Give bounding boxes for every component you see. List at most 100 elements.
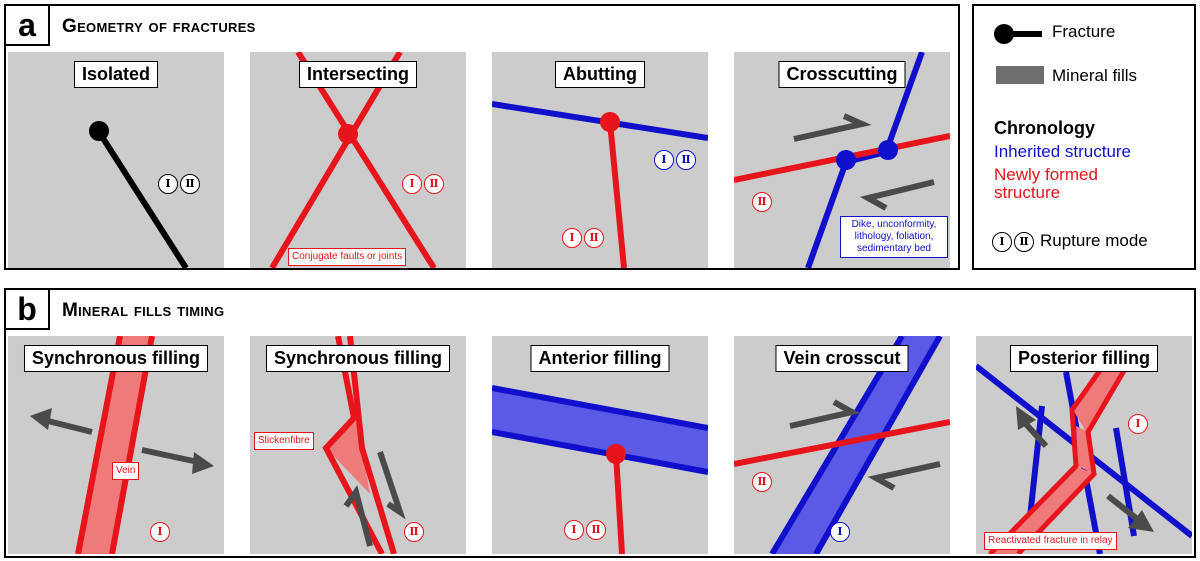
shear-arrow-up: [1021, 419, 1049, 449]
opening-arrow-left: [43, 417, 93, 435]
legend-newly-formed: Newly formed structure: [994, 165, 1098, 202]
newly-formed-fracture: [734, 419, 950, 467]
rupture-mode-glyph: Ⅱ: [584, 228, 604, 248]
legend: Fracture Mineral fills Chronology Inheri…: [972, 4, 1196, 270]
legend-rupture-mode: Rupture mode: [1040, 231, 1148, 250]
panel-title-isolated: Isolated: [73, 61, 159, 88]
rupture-mode-glyph: Ⅱ: [404, 522, 424, 542]
note-dike-text: Dike, unconformity, lithology, foliation…: [851, 219, 937, 254]
rupture-mode-glyph: Ⅱ: [676, 150, 696, 170]
shear-arrow-bottom: [867, 461, 941, 491]
panel-title-vein-crosscut: Vein crosscut: [775, 345, 909, 372]
inherited-fracture: [492, 101, 708, 141]
inherited-vein-fill: [492, 388, 708, 472]
rupture-mode-glyph: Ⅱ: [752, 192, 772, 212]
panel-title-intersecting: Intersecting: [298, 61, 418, 88]
abutting-fracture: [613, 453, 625, 554]
note-slickenfibre: Slickenfibre: [254, 432, 314, 450]
note-reactivated: Reactivated fracture in relay: [984, 532, 1117, 550]
intersection-point: [338, 124, 358, 144]
vein-crosscut-diagram: [734, 336, 950, 554]
panel-title-anterior: Anterior filling: [530, 345, 670, 372]
panel-title-synchronous-1: Synchronous filling: [23, 345, 209, 372]
legend-mineral-fills: Mineral fills: [1052, 66, 1138, 85]
rupture-mode-glyph: Ⅰ: [150, 522, 170, 542]
shear-arrow-down: [1106, 493, 1138, 521]
rupture-mode-glyph: Ⅰ: [992, 232, 1012, 252]
opening-arrow-right: [141, 447, 199, 465]
rupture-mode-glyph: Ⅱ: [586, 520, 606, 540]
relay-fill-top: [1072, 364, 1126, 432]
panel-title-crosscutting: Crosscutting: [778, 61, 906, 88]
abutting-diagram: [492, 101, 708, 268]
panel-vein-crosscut: Vein crosscut Ⅱ Ⅰ: [734, 336, 950, 554]
section-a-letter: a: [6, 6, 50, 46]
rupture-mode-glyph: Ⅰ: [402, 174, 422, 194]
inherited-fracture: [805, 52, 925, 268]
rupture-mode-badge: Ⅰ: [150, 522, 170, 542]
rupture-mode-glyph: Ⅰ: [830, 522, 850, 542]
rupture-mode-glyph: Ⅰ: [654, 150, 674, 170]
panel-synchronous-slickenfibre: Synchronous filling Slickenfibre Ⅱ: [250, 336, 466, 554]
anterior-filling-diagram: [492, 385, 708, 554]
note-vein: Vein: [112, 462, 140, 480]
mineral-fill-symbol: [996, 66, 1044, 84]
note-dike: Dike, unconformity, lithology, foliation…: [840, 216, 948, 258]
legend-inherited: Inherited structure: [994, 142, 1132, 161]
panel-title-posterior: Posterior filling: [1009, 345, 1159, 372]
section-a-title: Geometry of fractures: [62, 16, 256, 37]
fracture-2: [269, 52, 403, 268]
legend-chronology: Chronology: [994, 118, 1095, 138]
isolated-fracture: [96, 130, 189, 268]
rupture-mode-glyph: Ⅰ: [158, 174, 178, 194]
rupture-mode-glyph: Ⅰ: [562, 228, 582, 248]
shear-arrow-top: [793, 113, 872, 142]
fracture-1: [295, 52, 437, 268]
section-b-letter: b: [6, 290, 50, 330]
rupture-mode-glyph: Ⅱ: [752, 472, 772, 492]
synchronous-slickenfibre-diagram: [322, 336, 406, 554]
section-b: b Mineral fills timing Synchronous filli…: [4, 288, 1196, 558]
panel-posterior-filling: Posterior filling Ⅰ Reactivated fracture…: [976, 336, 1192, 554]
shear-arrow-top: [789, 399, 861, 429]
relay-bridge-fill: [1076, 426, 1094, 474]
rupture-mode-badge: Ⅱ: [404, 522, 424, 542]
intersecting-diagram: [269, 52, 437, 268]
shear-arrow-down: [377, 451, 406, 520]
vein-fill: [78, 336, 152, 554]
synchronous-vein-diagram: [30, 336, 214, 554]
note-conjugate: Conjugate faults or joints: [288, 248, 407, 266]
panel-title-abutting: Abutting: [555, 61, 645, 88]
rupture-mode-glyph: Ⅰ: [1128, 414, 1148, 434]
rupture-mode-badge: Ⅰ: [1128, 414, 1148, 434]
crosscutting-diagram: [734, 52, 950, 268]
shear-arrow-bottom: [859, 179, 935, 211]
section-b-title: Mineral fills timing: [62, 300, 225, 321]
crosscut-point-1: [878, 140, 898, 160]
panel-crosscutting: Crosscutting Ⅱ Dike, unconformity, litho…: [734, 52, 950, 268]
rupture-mode-badge: Ⅱ: [752, 192, 772, 212]
slickenfibre-fill: [326, 376, 370, 494]
crosscut-point-2: [836, 150, 856, 170]
fracture-tip: [89, 121, 109, 141]
isolated-diagram: [89, 121, 189, 268]
legend-fracture: Fracture: [1052, 22, 1116, 41]
legend-symbols: [994, 24, 1044, 84]
rupture-mode-badge-red: Ⅱ: [752, 472, 772, 492]
panel-synchronous-vein: Synchronous filling Vein Ⅰ: [8, 336, 224, 554]
abutting-point: [606, 444, 626, 464]
inherited-vein-fill: [772, 336, 940, 554]
rupture-mode-glyph: Ⅱ: [424, 174, 444, 194]
rupture-mode-glyph: Ⅱ: [180, 174, 200, 194]
shear-arrow-up: [343, 485, 373, 547]
abutting-fracture: [607, 121, 627, 268]
